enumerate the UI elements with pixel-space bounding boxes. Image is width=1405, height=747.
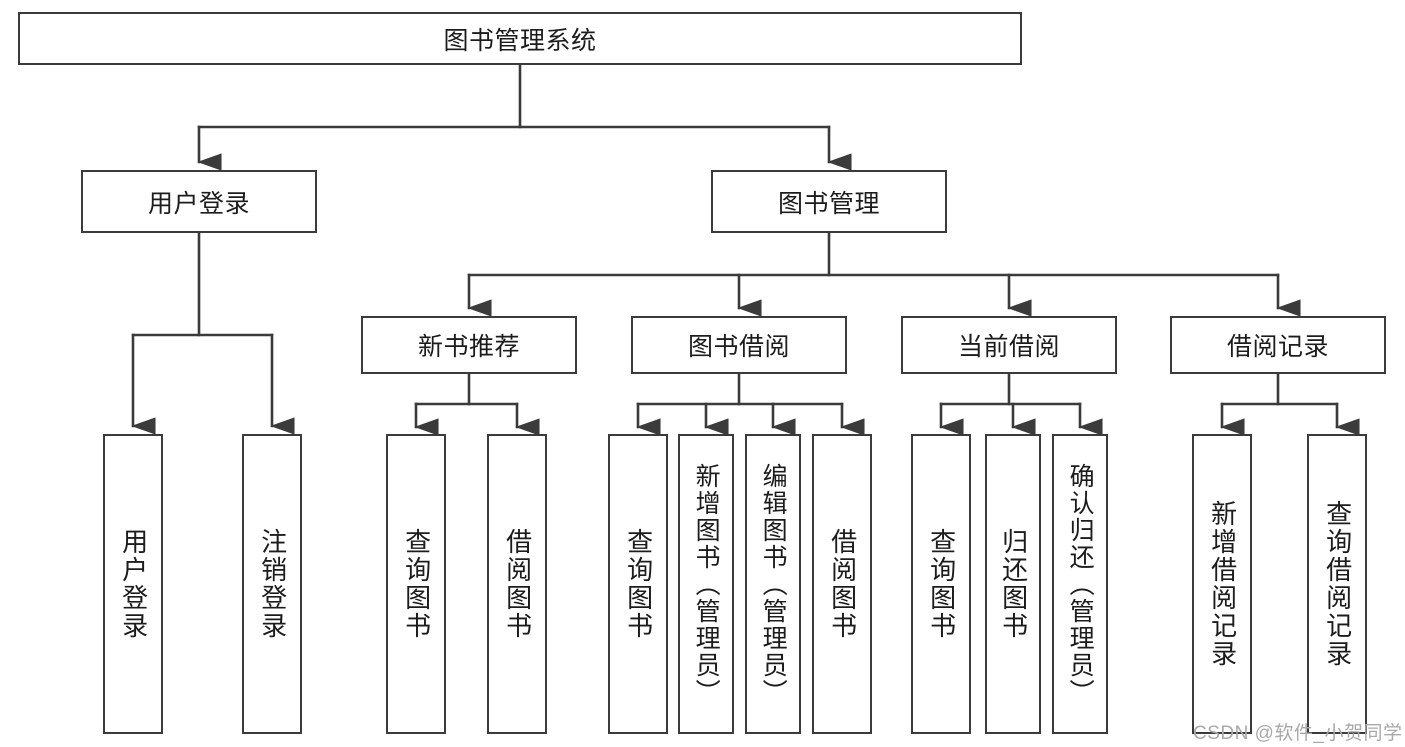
node-leaf-logout-label: 注销登录 (257, 528, 288, 640)
node-leaf-add-book-label: 新增图书（管理员） (692, 462, 721, 706)
node-leaf-borrow-book-1-label: 借阅图书 (502, 528, 533, 640)
csdn-watermark: CSDN @软件_小贺同学 (1193, 718, 1402, 745)
node-leaf-confirm-return-label: 确认归还（管理员） (1066, 462, 1095, 706)
node-leaf-query-book-2[interactable]: 查询图书 (608, 434, 668, 734)
node-leaf-query-book-1-label: 查询图书 (401, 528, 432, 640)
node-leaf-add-book[interactable]: 新增图书（管理员） (678, 434, 734, 734)
node-leaf-add-record-label: 新增借阅记录 (1207, 500, 1238, 668)
node-leaf-query-book-3[interactable]: 查询图书 (911, 434, 971, 734)
node-leaf-edit-book-label: 编辑图书（管理员） (759, 462, 788, 706)
node-book-manage-label: 图书管理 (777, 189, 880, 218)
node-current-borrow-label: 当前借阅 (957, 333, 1060, 361)
node-leaf-borrow-book-2-label: 借阅图书 (827, 528, 858, 640)
node-leaf-user-login[interactable]: 用户登录 (103, 434, 163, 734)
node-root-label: 图书管理系统 (443, 26, 597, 55)
node-book-borrow-label: 图书借阅 (687, 333, 790, 361)
node-user-login-label: 用户登录 (147, 189, 250, 218)
node-book-borrow[interactable]: 图书借阅 (631, 316, 847, 374)
node-user-login[interactable]: 用户登录 (81, 170, 317, 233)
node-leaf-query-book-1[interactable]: 查询图书 (386, 434, 446, 734)
node-borrow-record-label: 借阅记录 (1226, 333, 1329, 361)
node-leaf-user-login-label: 用户登录 (118, 528, 149, 640)
node-leaf-logout[interactable]: 注销登录 (242, 434, 302, 734)
node-current-borrow[interactable]: 当前借阅 (901, 316, 1117, 374)
node-leaf-edit-book[interactable]: 编辑图书（管理员） (745, 434, 801, 734)
node-leaf-query-book-2-label: 查询图书 (623, 528, 654, 640)
node-leaf-borrow-book-1[interactable]: 借阅图书 (487, 434, 547, 734)
node-new-book-recommend[interactable]: 新书推荐 (361, 316, 577, 374)
node-new-book-recommend-label: 新书推荐 (417, 333, 520, 361)
csdn-watermark-text: CSDN @软件_小贺同学 (1193, 723, 1403, 744)
node-root[interactable]: 图书管理系统 (18, 12, 1022, 65)
node-leaf-confirm-return[interactable]: 确认归还（管理员） (1052, 434, 1108, 734)
node-book-manage[interactable]: 图书管理 (711, 170, 947, 233)
node-leaf-add-record[interactable]: 新增借阅记录 (1192, 434, 1252, 734)
node-leaf-query-record-label: 查询借阅记录 (1322, 500, 1353, 668)
node-leaf-borrow-book-2[interactable]: 借阅图书 (812, 434, 872, 734)
node-leaf-return-book[interactable]: 归还图书 (985, 434, 1041, 734)
node-borrow-record[interactable]: 借阅记录 (1170, 316, 1386, 374)
node-leaf-return-book-label: 归还图书 (998, 528, 1029, 640)
node-leaf-query-book-3-label: 查询图书 (926, 528, 957, 640)
node-leaf-query-record[interactable]: 查询借阅记录 (1307, 434, 1367, 734)
